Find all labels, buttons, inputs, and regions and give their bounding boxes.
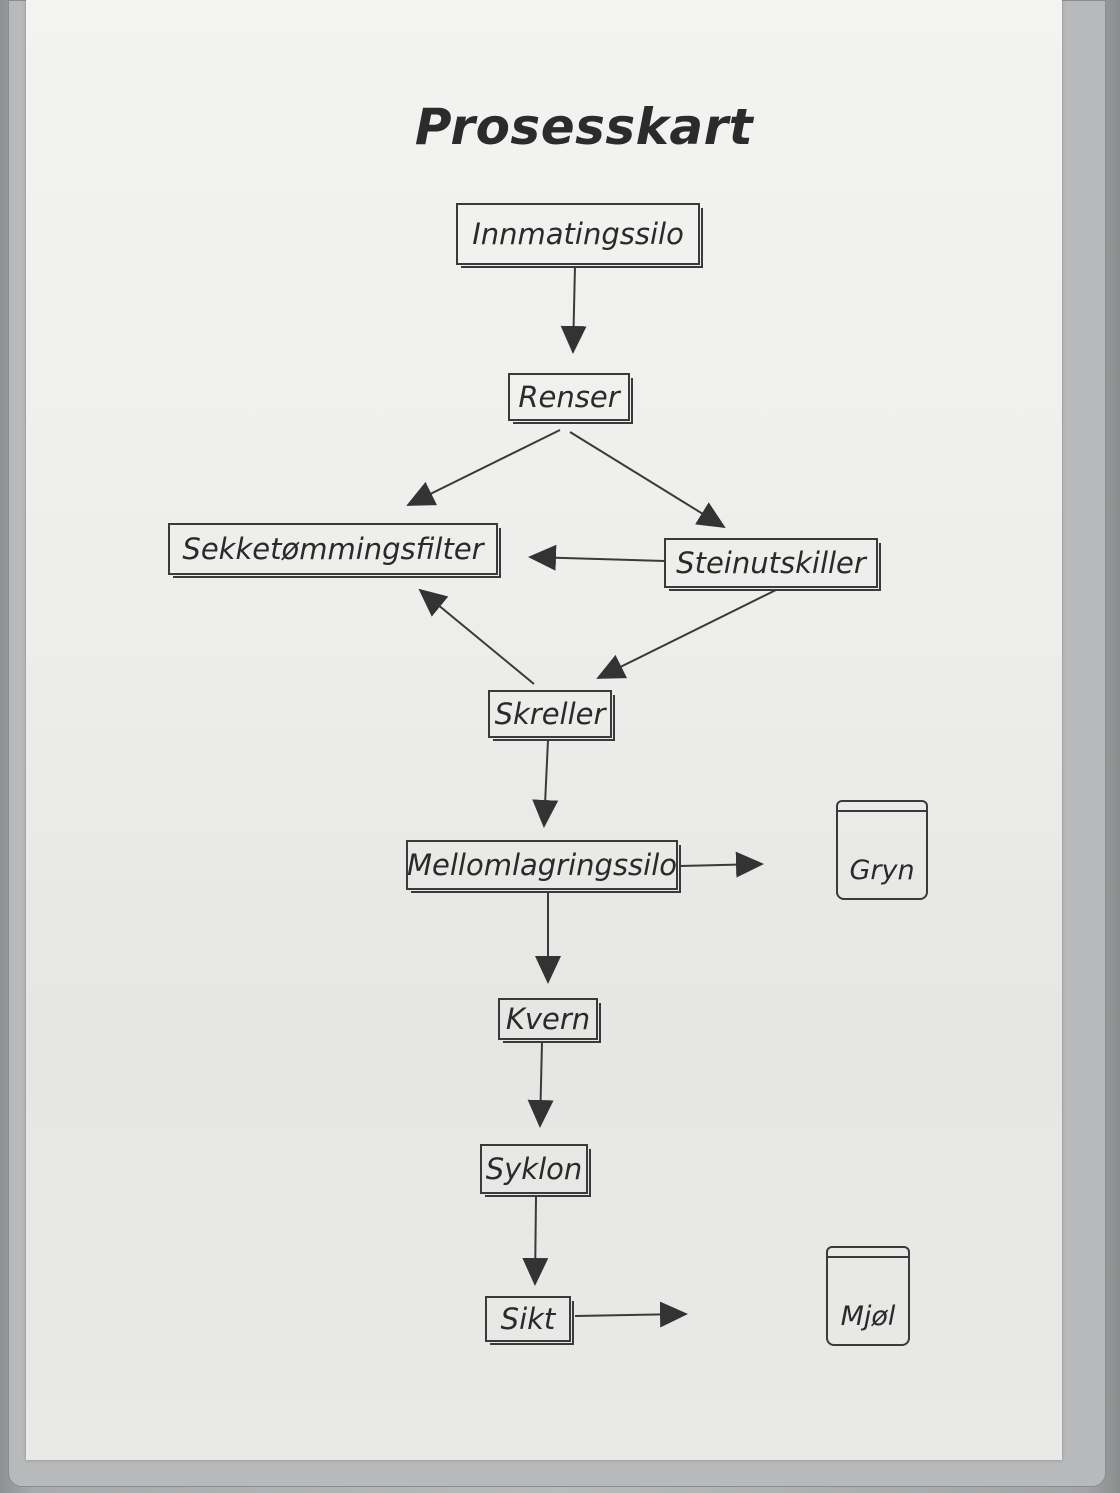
edge-steinutskiller-skreller	[596, 589, 777, 679]
edge-renser-sekketommingsfilter	[406, 429, 561, 506]
node-syklon: Syklon	[480, 1144, 591, 1197]
edge-innmatingssilo-renser	[560, 265, 587, 354]
node-kvern: Kvern	[498, 998, 601, 1043]
node-sikt: Sikt	[485, 1296, 574, 1345]
product-mjol: Mjøl	[826, 1246, 910, 1346]
product-mjol-label: Mjøl	[840, 1301, 896, 1332]
edge-sikt-mjol	[574, 1301, 688, 1328]
paper-sheet	[26, 0, 1062, 1460]
edge-syklon-sikt	[522, 1196, 549, 1286]
product-gryn: Gryn	[836, 800, 928, 900]
product-gryn-label: Gryn	[849, 855, 915, 886]
node-mellomlagringssilo: Mellomlagringssilo	[406, 840, 681, 893]
diagram-title: Prosesskart	[414, 98, 754, 156]
container-lid-icon	[836, 810, 928, 812]
edge-steinutskiller-sekketommingsfilter	[528, 544, 666, 571]
edge-skreller-sekketommingsfilter	[418, 588, 535, 685]
edge-skreller-mellomlagringssilo	[532, 739, 559, 828]
node-steinutskiller: Steinutskiller	[664, 538, 881, 591]
edge-kvern-syklon	[527, 1041, 554, 1128]
node-innmatingssilo: Innmatingssilo	[456, 203, 703, 268]
node-skreller: Skreller	[488, 690, 615, 741]
edge-mellomlagringssilo-gryn	[679, 851, 764, 878]
node-renser: Renser	[508, 373, 633, 424]
edge-renser-steinutskiller	[569, 431, 726, 529]
node-sekketommingsfilter: Sekketømmingsfilter	[168, 523, 501, 578]
container-lid-icon	[826, 1256, 910, 1258]
